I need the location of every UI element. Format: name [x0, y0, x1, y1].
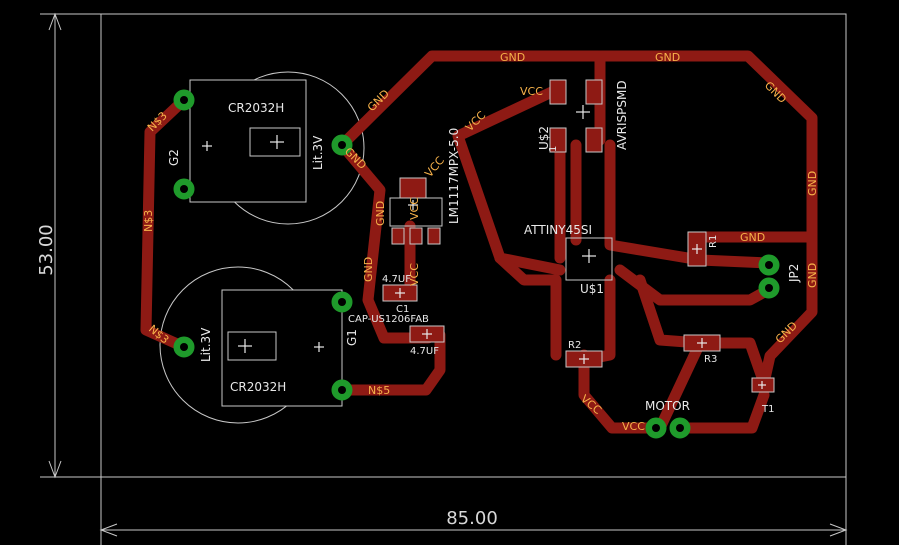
- net-label-vcc-5: VCC: [408, 263, 421, 286]
- isp-pin1: 1: [548, 146, 559, 152]
- width-dimension-label: 85.00: [446, 508, 498, 529]
- board-outline: [100, 13, 847, 478]
- net-label-vcc-1: VCC: [520, 85, 543, 98]
- cap2-name: CAP-US1206FAB: [348, 314, 429, 325]
- net-label-gnd-3: GND: [655, 51, 680, 64]
- net-label-gnd-5: GND: [806, 171, 819, 196]
- height-dimension-label: 53.00: [36, 224, 57, 276]
- battery-top-name: CR2032H: [228, 101, 284, 115]
- net-label-vcc-4: VCC: [408, 197, 421, 220]
- r3-ref: R3: [704, 354, 717, 365]
- battery-bottom-name: CR2032H: [230, 380, 286, 394]
- battery-bottom-outline: [159, 266, 343, 424]
- cap1-value: 4.7UF: [382, 274, 411, 285]
- mcu-name: ATTINY45SI: [524, 223, 592, 237]
- origin-marks: [202, 105, 766, 389]
- battery-bottom-ref: G1: [345, 329, 359, 346]
- battery-top-value: Lit.3V: [311, 135, 325, 170]
- width-dimension: [99, 477, 848, 545]
- jp2-ref: JP2: [787, 264, 801, 283]
- net-label-n5: N$5: [368, 384, 390, 397]
- mcu-ref: U$1: [580, 282, 604, 296]
- isp-ref: U$2: [537, 126, 551, 150]
- net-label-vcc-3: VCC: [422, 154, 447, 180]
- r1-ref: R1: [708, 235, 719, 248]
- net-label-gnd-6: GND: [740, 231, 765, 244]
- r2-ref: R2: [568, 340, 581, 351]
- cap1-ref: C1: [396, 304, 409, 315]
- pad-holes: [180, 96, 773, 432]
- regulator-name: LM1117MPX-5.0: [447, 128, 461, 224]
- net-label-gnd-7: GND: [806, 263, 819, 288]
- cap2-value: 4.7UF: [410, 346, 439, 357]
- isp-name: AVRISPSMD: [615, 80, 629, 150]
- net-label-vcc-7: VCC: [622, 420, 645, 433]
- t1-ref: T1: [761, 404, 774, 415]
- net-label-n3-left: N$3: [142, 210, 155, 232]
- net-label-gnd-10: GND: [362, 257, 375, 282]
- height-dimension: [40, 12, 101, 479]
- net-label-gnd-4: GND: [762, 79, 789, 106]
- battery-top-outline: [189, 71, 365, 225]
- net-label-gnd-11: GND: [374, 201, 387, 226]
- motor-name: MOTOR: [645, 399, 690, 413]
- net-label-gnd-2: GND: [500, 51, 525, 64]
- battery-top-ref: G2: [167, 149, 181, 166]
- battery-bottom-value: Lit.3V: [199, 327, 213, 362]
